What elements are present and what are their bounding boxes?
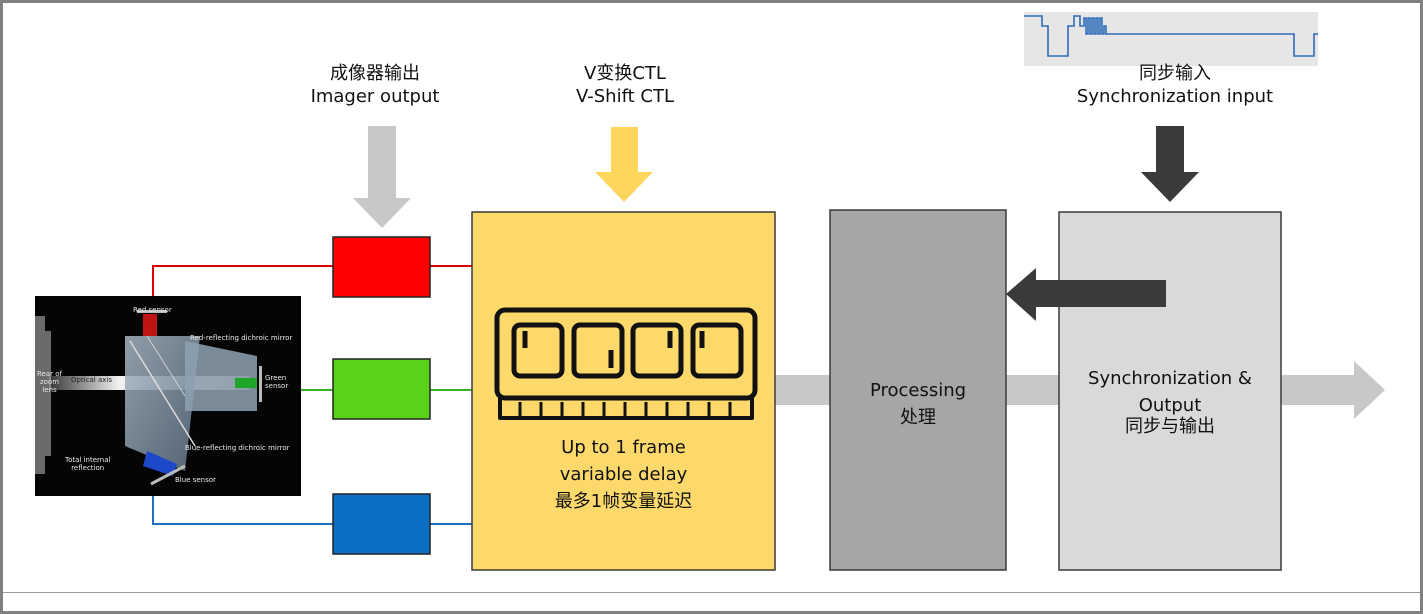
memory-module-icon xyxy=(494,307,758,420)
sync-waveform-icon xyxy=(1024,15,1318,57)
red-channel-box xyxy=(332,236,431,298)
blue-mirror-label: Blue-reflecting dichroic mirror xyxy=(185,444,290,452)
blue-channel-box xyxy=(332,493,431,555)
tir-line1: Total internal xyxy=(65,456,111,464)
sync-feedback-arrow xyxy=(1006,268,1166,321)
delay-line1: Up to 1 frame xyxy=(561,437,686,458)
vshift-arrow xyxy=(595,127,653,202)
processing-text: Processing 处理 xyxy=(830,377,1006,431)
sync-output-box xyxy=(1058,211,1282,571)
sync-input-arrow xyxy=(1141,126,1199,202)
imager-output-label: 成像器输出 Imager output xyxy=(300,62,450,108)
imager-output-cn: 成像器输出 xyxy=(330,63,420,84)
vshift-cn: V变换CTL xyxy=(584,63,666,84)
red-mirror-label: Red-reflecting dichroic mirror xyxy=(190,334,293,342)
red-sensor-label: Red sensor xyxy=(133,306,172,314)
optical-axis-label: Optical axis xyxy=(71,376,112,384)
green-channel-box xyxy=(332,358,431,420)
sync-line2: Output xyxy=(1138,395,1202,416)
sync-input-cn: 同步输入 xyxy=(1139,63,1211,84)
processing-box xyxy=(829,209,1007,571)
frame-delay-box xyxy=(471,211,776,571)
vshift-label: V变换CTL V-Shift CTL xyxy=(540,62,710,108)
blue-sensor-label: Blue sensor xyxy=(175,476,216,484)
prism-illustration xyxy=(35,310,262,486)
sync-input-label: 同步输入 Synchronization input xyxy=(1060,62,1290,108)
frame-divider xyxy=(3,592,1420,593)
delay-cn: 最多1帧变量延迟 xyxy=(554,491,693,512)
rear-zoom-label: Rear of zoom lens xyxy=(37,370,62,394)
sync-output-text: Synchronization & Output 同步与输出 xyxy=(1059,365,1281,440)
rear-zoom-line3: lens xyxy=(42,386,57,394)
green-sensor-label: Green sensor xyxy=(265,374,288,390)
sync-line1: Synchronization & xyxy=(1088,368,1252,389)
rear-zoom-line1: Rear of xyxy=(37,370,62,378)
sync-cn: 同步与输出 xyxy=(1125,416,1215,437)
output-arrow xyxy=(1281,361,1385,419)
rear-zoom-line2: zoom xyxy=(39,378,60,386)
vshift-en: V-Shift CTL xyxy=(576,86,674,107)
tir-line2: reflection xyxy=(71,464,105,472)
delay-text: Up to 1 frame variable delay 最多1帧变量延迟 xyxy=(472,434,775,515)
imager-output-arrow xyxy=(353,126,411,228)
imager-output-en: Imager output xyxy=(310,86,440,107)
sync-waveform-image xyxy=(1024,12,1318,66)
green-sensor-line2: sensor xyxy=(265,382,289,390)
dichroic-prism-image: Red sensor Red-reflecting dichroic mirro… xyxy=(35,296,301,496)
delay-line2: variable delay xyxy=(559,464,688,485)
processing-en: Processing xyxy=(869,380,967,401)
tir-label: Total internal reflection xyxy=(65,456,110,472)
sync-input-en: Synchronization input xyxy=(1076,86,1274,107)
processing-to-sync-bar xyxy=(1006,375,1060,405)
processing-cn: 处理 xyxy=(900,407,936,428)
delay-to-processing-bar xyxy=(775,375,831,405)
green-sensor-line1: Green xyxy=(265,374,287,382)
